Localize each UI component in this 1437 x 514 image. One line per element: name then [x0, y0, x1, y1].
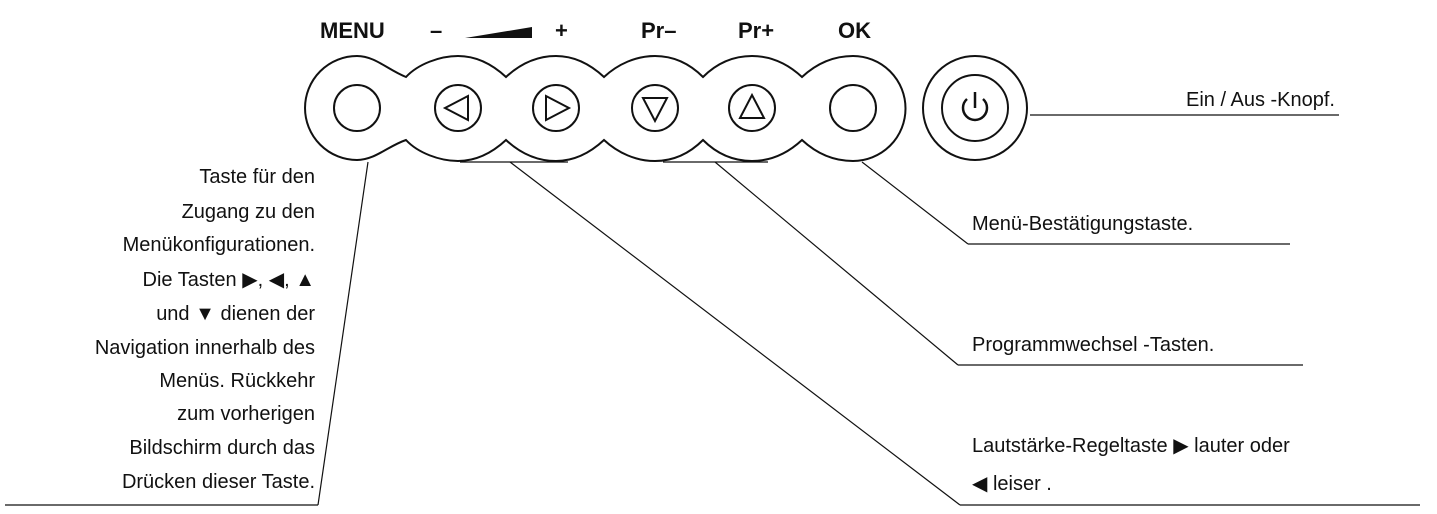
label-program-plus: Pr+ — [738, 18, 774, 43]
triangle-down-icon — [641, 97, 669, 124]
menu-note-line: Menüs. Rückkehr — [159, 370, 315, 392]
ok-button[interactable] — [829, 84, 877, 132]
triangle-right-icon — [545, 94, 572, 122]
menu-note-line: Die Tasten ▶, ◀, ▲ — [143, 269, 315, 291]
callout-power: Ein / Aus -Knopf. — [1186, 89, 1335, 111]
callout-volume-line2: ◀ leiser . — [972, 473, 1052, 495]
callout-volume-line1: Lautstärke-Regeltaste ▶ lauter oder — [972, 435, 1290, 457]
menu-note-line: Drücken dieser Taste. — [122, 471, 315, 493]
menu-note-line: Navigation innerhalb des — [95, 337, 315, 359]
callout-menu: Taste für den Zugang zu den Menükonfigur… — [95, 166, 315, 493]
power-button[interactable] — [922, 55, 1028, 161]
menu-note-line: Menükonfigurationen. — [123, 234, 315, 256]
menu-note-line: zum vorherigen — [177, 403, 315, 425]
volume-up-button[interactable] — [532, 84, 580, 132]
volume-wedge-icon — [465, 27, 532, 38]
callout-program: Programmwechsel -Tasten. — [972, 334, 1214, 356]
label-volume-minus: – — [430, 18, 442, 43]
program-down-button[interactable] — [631, 84, 679, 132]
menu-note-line: Bildschirm durch das — [129, 437, 315, 459]
button-bar — [304, 54, 907, 163]
label-volume-plus: + — [555, 18, 568, 43]
program-up-button[interactable] — [728, 84, 776, 132]
label-program-minus: Pr– — [641, 18, 676, 43]
triangle-left-icon — [442, 94, 469, 122]
menu-note-line: Taste für den — [199, 166, 315, 188]
volume-down-button[interactable] — [434, 84, 482, 132]
callout-ok-confirm: Menü-Bestätigungstaste. — [972, 213, 1193, 235]
leader-lines — [5, 114, 1420, 506]
power-icon — [961, 92, 989, 122]
label-menu: MENU — [320, 18, 385, 43]
menu-note-line: und ▼ dienen der — [156, 303, 315, 325]
label-ok: OK — [838, 18, 871, 43]
triangle-up-icon — [738, 92, 766, 119]
menu-note-line: Zugang zu den — [182, 201, 315, 223]
menu-button[interactable] — [333, 84, 381, 132]
